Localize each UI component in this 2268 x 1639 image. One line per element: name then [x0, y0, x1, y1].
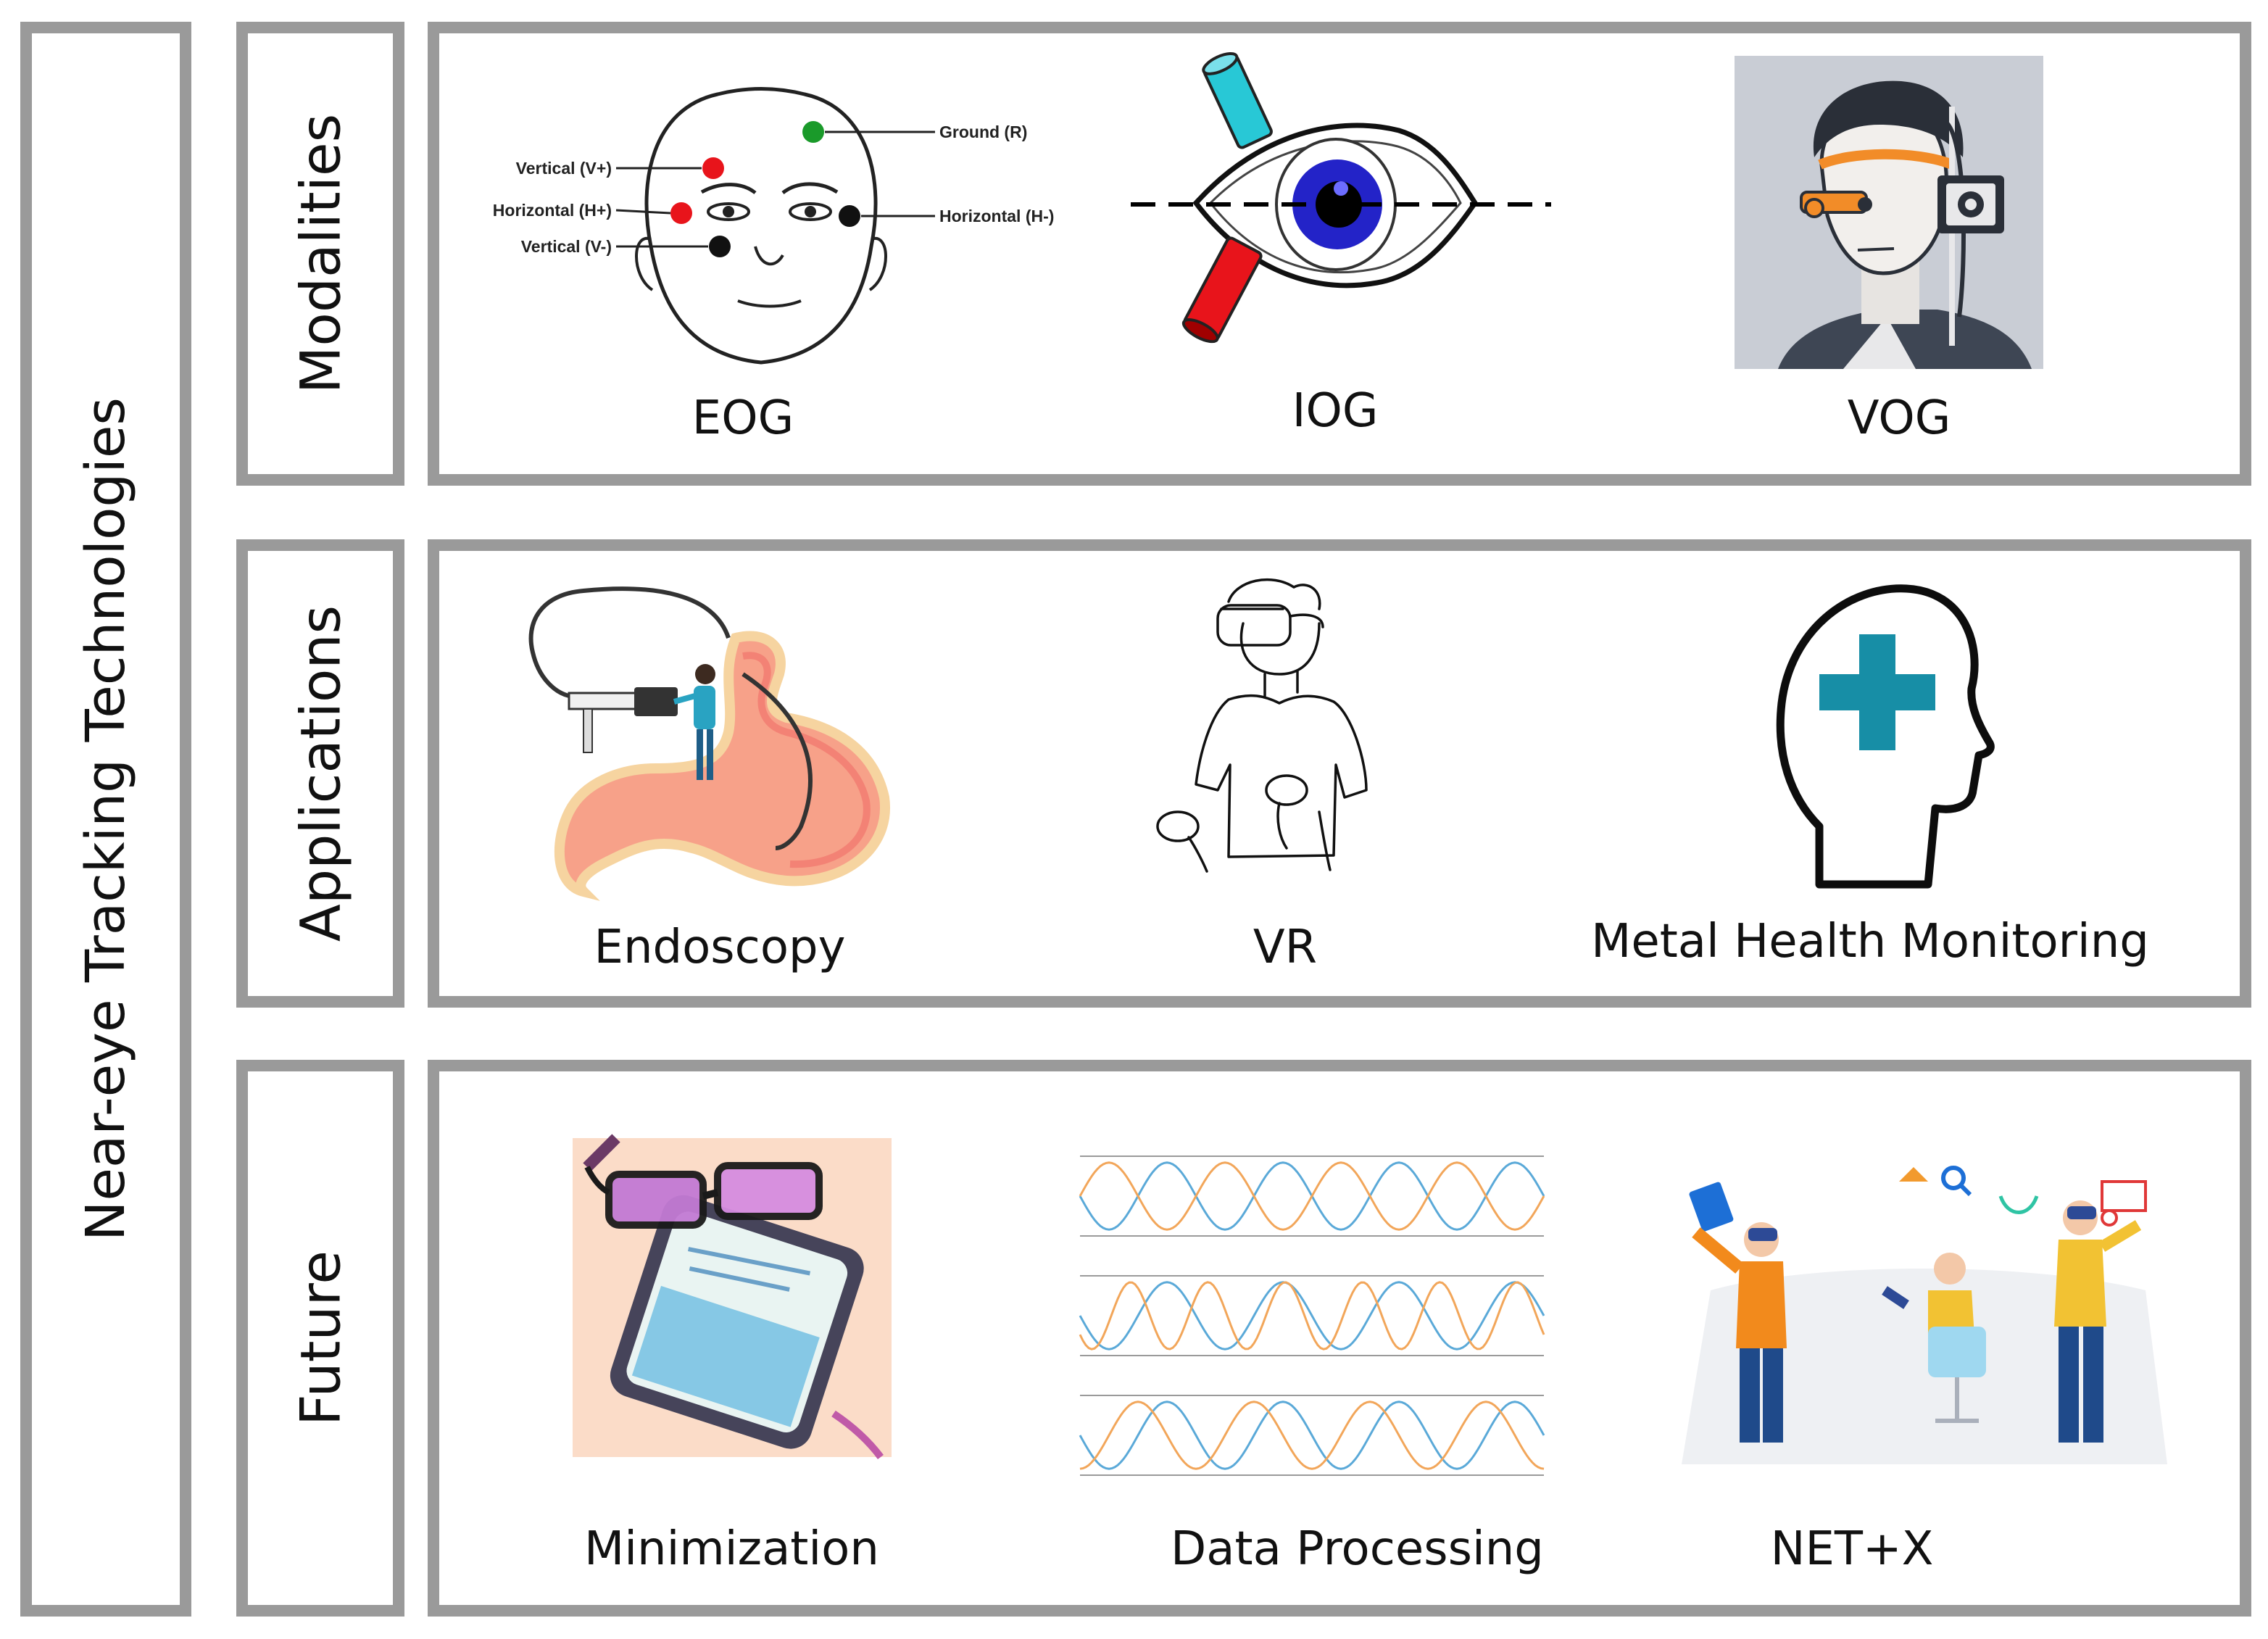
vog-headset-icon — [1735, 56, 2043, 369]
wave-panel-2-orange-wave — [1079, 1401, 1545, 1470]
eog-label-horizontal-plus: Horizontal (H+) — [493, 201, 612, 220]
wave-panel-2-blue-wave — [1079, 1401, 1545, 1470]
caption-mental-health: Metal Health Monitoring — [1591, 915, 2149, 968]
eye-sensor-icon — [1131, 51, 1551, 344]
vr-person-icon — [1156, 578, 1368, 873]
row-label-future: Future — [288, 1250, 353, 1427]
caption-vr: VR — [1253, 921, 1318, 974]
caption-data-processing: Data Processing — [1171, 1522, 1544, 1576]
head-medical-cross-icon — [1776, 584, 1995, 889]
caption-iog: IOG — [1292, 384, 1379, 438]
main-title: Near-eye Tracking Technologies — [75, 397, 137, 1241]
caption-vog: VOG — [1847, 391, 1951, 445]
eog-label-ground: Ground (R) — [939, 123, 1027, 141]
wave-panel-1-orange-wave — [1079, 1281, 1545, 1350]
eog-label-horizontal-minus: Horizontal (H-) — [939, 207, 1054, 225]
caption-endoscopy: Endoscopy — [594, 921, 846, 974]
caption-eog: EOG — [691, 391, 794, 445]
wave-panel-0-orange-wave — [1079, 1161, 1545, 1231]
row-label-box-modalities: Modalities — [236, 22, 404, 486]
eog-label-vertical-plus: Vertical (V+) — [516, 159, 612, 178]
wave-panel-1-blue-wave — [1079, 1281, 1545, 1350]
row-label-box-future: Future — [236, 1060, 404, 1617]
face-electrodes-icon: Vertical (V+) Horizontal (H+) Vertical (… — [493, 87, 1054, 365]
eog-label-vertical-minus: Vertical (V-) — [521, 237, 612, 256]
sine-waves-icon — [1079, 1155, 1545, 1476]
smart-glasses-phone-icon — [573, 1134, 892, 1460]
caption-net-x: NET+X — [1770, 1522, 1934, 1576]
row-label-applications: Applications — [288, 605, 353, 942]
row-label-box-applications: Applications — [236, 539, 404, 1008]
row-label-modalities: Modalities — [288, 113, 353, 394]
collaborative-vr-icon — [1682, 1166, 2167, 1464]
stomach-endoscope-icon — [528, 586, 891, 901]
caption-minimization: Minimization — [584, 1522, 879, 1576]
title-box: Near-eye Tracking Technologies — [20, 22, 191, 1617]
